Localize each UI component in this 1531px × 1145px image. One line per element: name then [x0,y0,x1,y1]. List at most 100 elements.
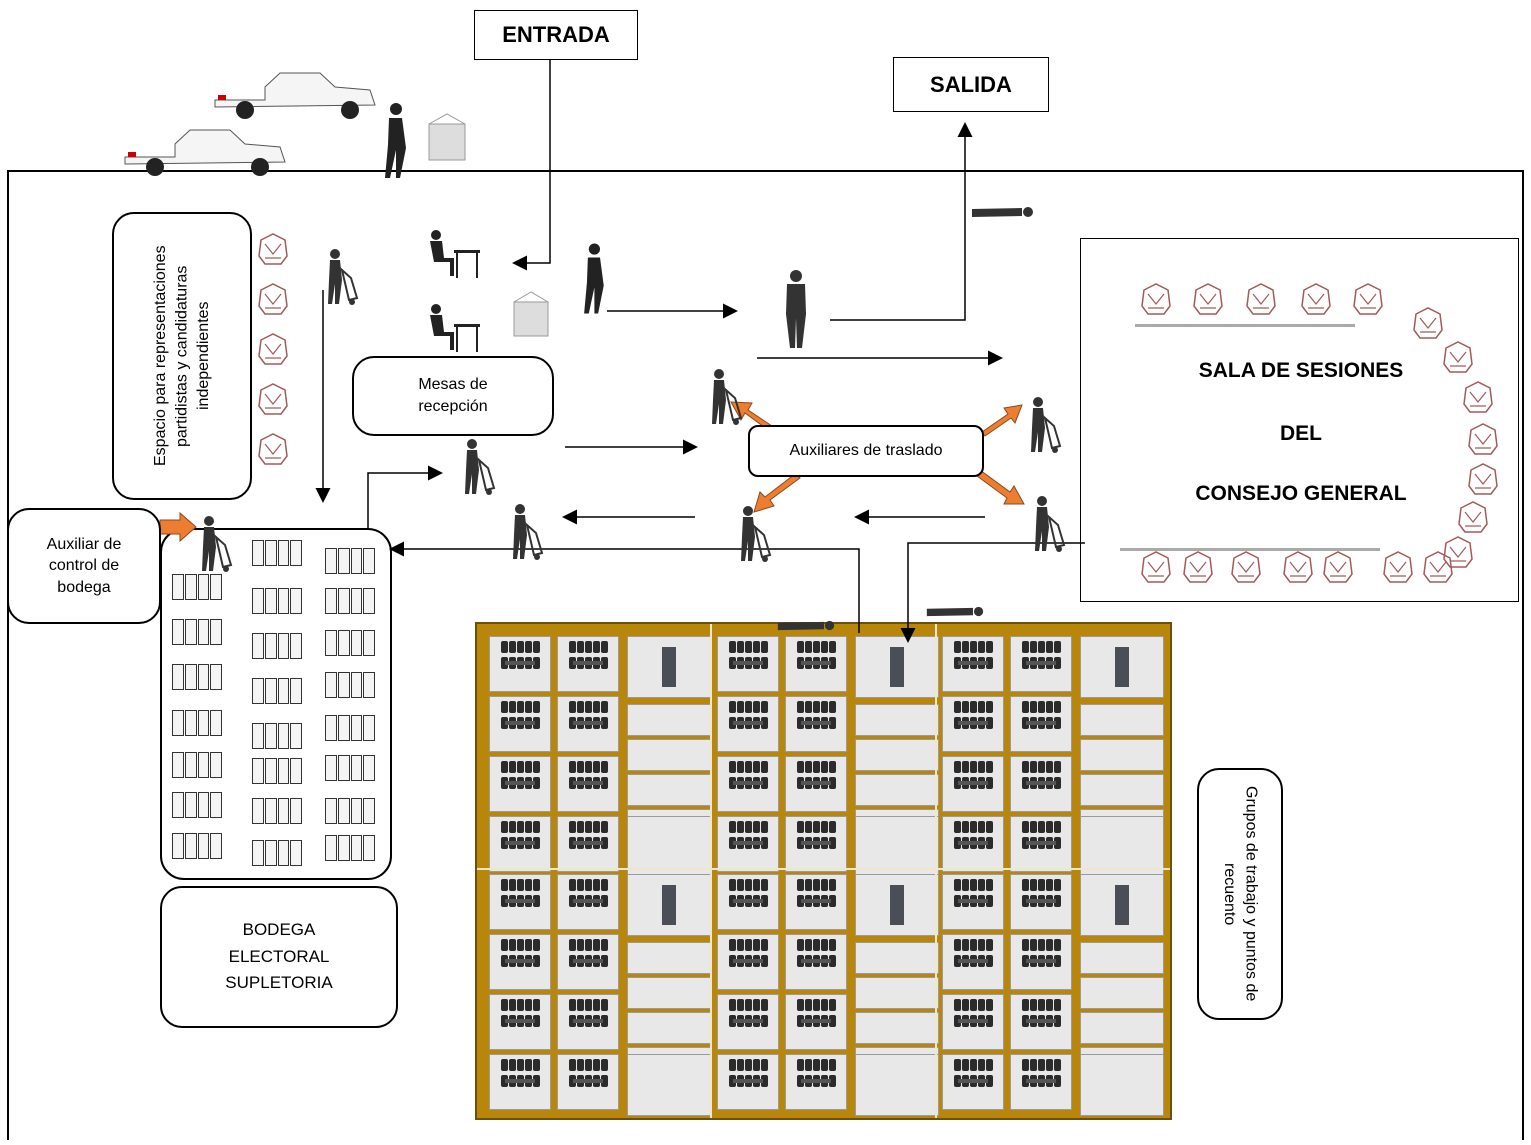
chair-icon [1383,551,1413,583]
side-station-cell [627,704,711,736]
shelf-icon [172,792,222,818]
mesas-box: Mesas de recepción [352,356,554,436]
shelf-icon [252,758,302,784]
side-station-cell [1080,739,1164,771]
recount-table-cell [557,756,619,812]
recount-table-cell [557,1054,619,1110]
cart-person-icon [1035,496,1066,552]
shelf-icon [252,678,302,704]
shelf-icon [325,755,375,781]
cart-person-icon [328,249,359,305]
pickup-truck-icon [124,129,286,176]
recount-table-cell [489,874,551,930]
side-station-cell [627,774,711,806]
chair-icon [1458,501,1488,533]
cart-person-icon [513,504,544,560]
chair-icon [258,283,288,315]
grupos-box: Grupos de trabajo y puntos de recuento [1197,768,1283,1020]
chair-icon [1141,551,1171,583]
grid-divider [710,624,712,1118]
recount-table-cell [717,934,779,990]
orange-arrow-lr [976,469,1025,505]
recount-table-cell [717,816,779,872]
recount-table-cell [489,756,551,812]
recount-table-cell [489,636,551,692]
recount-table-cell [489,994,551,1050]
side-station-cell [627,636,711,698]
orange-arrow-bodega [159,511,197,543]
cart-person-icon [712,369,743,425]
recount-table-cell [942,756,1004,812]
recount-table-cell [785,696,847,752]
table-icon [1135,324,1355,327]
recount-table-cell [557,636,619,692]
recount-table-cell [1010,636,1072,692]
chair-icon [1183,551,1213,583]
recount-table-cell [557,934,619,990]
shelf-icon [252,540,302,566]
chair-icon [258,333,288,365]
salida-path [830,122,973,321]
cart-person-icon [741,506,772,562]
mesas-label: Mesas de recepción [418,376,488,415]
shelf-icon [172,574,222,600]
auxiliares-box: Auxiliares de traslado [748,425,984,477]
chair-icon [1443,536,1473,568]
auxiliar-bodega-label: Auxiliar de control de bodega [46,535,122,596]
recount-table-cell [942,816,1004,872]
shelf-icon [325,798,375,824]
chair-icon [1468,423,1498,455]
chair-icon [1423,551,1453,583]
recount-table-cell [1010,696,1072,752]
walking-person-icon [385,103,406,178]
cart-person-icon [465,439,496,495]
grid-divider [477,868,1170,870]
recount-table-cell [489,696,551,752]
side-station-cell [627,739,711,771]
recount-table-cell [942,696,1004,752]
recount-table-cell [785,636,847,692]
sala-title-line2: DEL [1280,422,1322,445]
chair-icon [258,233,288,265]
grid-to-bodega [389,541,860,633]
recount-table-cell [942,636,1004,692]
orange-arrow-ll [753,473,801,513]
chair-icon [1468,463,1498,495]
auxiliar-bodega-box: Auxiliar de control de bodega [7,508,161,624]
sala-title-line3: CONSEJO GENERAL [1195,482,1407,505]
recount-table-cell [1010,756,1072,812]
shelf-icon [252,723,302,749]
side-station-cell [855,1054,939,1116]
side-station-cell [1080,942,1164,974]
shelf-icon [325,588,375,614]
espacio-label: Espacio para representaciones partidista… [151,245,212,467]
side-station-cell [855,1012,939,1044]
recount-table-cell [785,816,847,872]
chair-icon [1193,283,1223,315]
side-station-cell [1080,874,1164,936]
seated-clerk-icon [430,304,480,352]
side-station-cell [1080,704,1164,736]
side-station-cell [1080,1054,1164,1116]
pickup-truck-icon [214,72,376,119]
recount-table-cell [717,874,779,930]
recount-table-cell [557,816,619,872]
recount-table-cell [785,756,847,812]
side-station-cell [1080,977,1164,1009]
side-station-cell [1080,816,1164,878]
recount-table-cell [1010,994,1072,1050]
recount-table-cell [785,874,847,930]
recount-table-cell [557,994,619,1050]
recount-table-cell [942,1054,1004,1110]
chair-icon [1463,381,1493,413]
shelf-icon [172,619,222,645]
shelf-icon [252,588,302,614]
espacio-box: Espacio para representaciones partidista… [112,212,252,500]
lying-person-icon [926,606,984,617]
shelf-icon [325,835,375,861]
chair-icon [1231,551,1261,583]
chair-icon [1413,307,1443,339]
recount-table-cell [785,934,847,990]
recount-table-cell [785,1054,847,1110]
recount-table-cell [557,874,619,930]
